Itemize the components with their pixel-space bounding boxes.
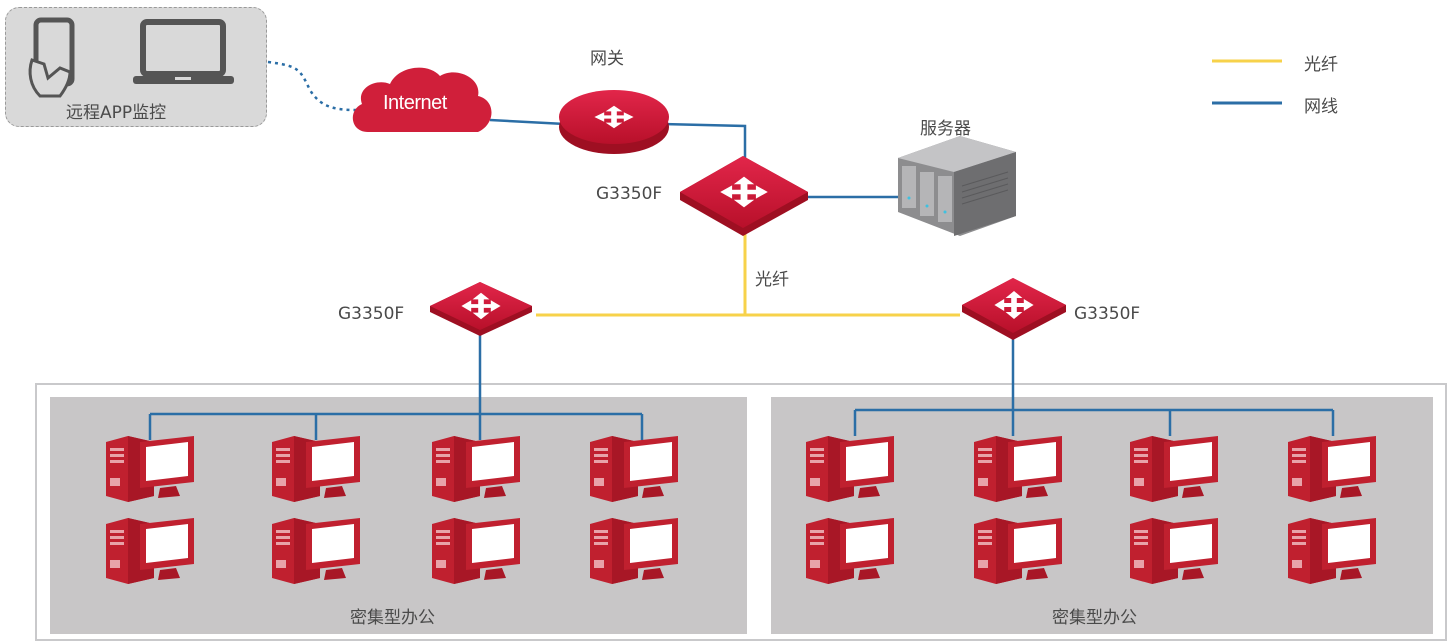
computer-icon	[974, 518, 1062, 584]
server-label: 服务器	[920, 119, 971, 139]
gateway-router-icon	[559, 90, 669, 154]
zone-left-label: 密集型办公	[350, 608, 435, 628]
laptop-icon	[133, 19, 234, 84]
remote-label: 远程APP监控	[66, 103, 167, 123]
computer-icon	[1288, 436, 1376, 502]
server-rack-icon	[898, 136, 1016, 236]
computer-icon	[974, 436, 1062, 502]
internet-label: Internet	[383, 92, 447, 114]
legend-fiber-label: 光纤	[1304, 55, 1338, 75]
gateway-label: 网关	[590, 49, 624, 69]
office-zone-left	[50, 397, 747, 634]
computer-icon	[432, 518, 520, 584]
right-switch-icon	[962, 278, 1066, 340]
core-switch-label: G3350F	[596, 184, 663, 204]
computer-icon	[590, 436, 678, 502]
computer-icon	[106, 518, 194, 584]
computer-icon	[1130, 436, 1218, 502]
pc-group-left	[106, 436, 678, 584]
internet-cloud-icon	[352, 67, 492, 132]
computer-icon	[1130, 518, 1218, 584]
legend-ethernet-label: 网线	[1304, 97, 1338, 117]
pc-group-right	[806, 436, 1376, 584]
zone-right-label: 密集型办公	[1052, 608, 1137, 628]
computer-icon	[590, 518, 678, 584]
left-switch-label: G3350F	[338, 304, 405, 324]
computer-icon	[272, 436, 360, 502]
right-switch-label: G3350F	[1074, 304, 1141, 324]
computer-icon	[106, 436, 194, 502]
core-switch-icon	[680, 156, 808, 236]
computer-icon	[806, 436, 894, 502]
computer-icon	[432, 436, 520, 502]
remote-monitor-box: 远程APP监控	[5, 7, 267, 127]
office-area-frame	[35, 383, 1447, 641]
phone-hand-icon	[28, 17, 75, 98]
office-zone-right	[771, 397, 1433, 634]
fiber-link-label: 光纤	[755, 270, 789, 290]
left-switch-icon	[430, 282, 532, 336]
computer-icon	[272, 518, 360, 584]
computer-icon	[1288, 518, 1376, 584]
computer-icon	[806, 518, 894, 584]
